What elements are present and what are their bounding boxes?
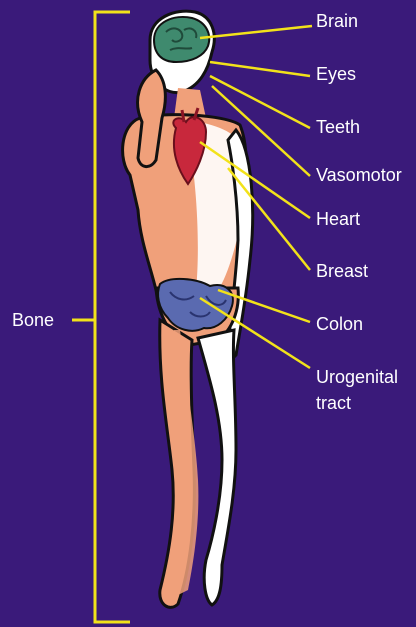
label-brain: Brain [316,10,358,32]
label-heart: Heart [316,208,360,230]
label-vasomotor: Vasomotor [316,164,402,186]
label-breast: Breast [316,260,368,282]
label-urogenital-line1: Urogenital [316,366,398,388]
label-eyes: Eyes [316,63,356,85]
label-urogenital-line2: tract [316,392,351,414]
label-colon: Colon [316,313,363,335]
label-teeth: Teeth [316,116,360,138]
label-bone: Bone [12,309,54,331]
